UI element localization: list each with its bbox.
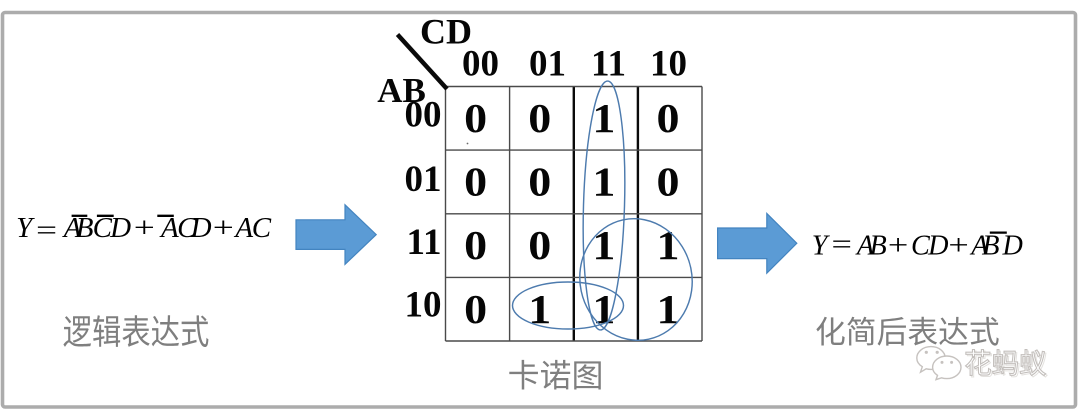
svg-text:Y: Y bbox=[812, 231, 831, 262]
svg-text:10: 10 bbox=[650, 44, 687, 85]
svg-text:00: 00 bbox=[405, 95, 442, 136]
svg-text:0: 0 bbox=[528, 159, 551, 205]
svg-text:D: D bbox=[1002, 231, 1023, 262]
svg-text:A: A bbox=[233, 212, 253, 244]
svg-text:C: C bbox=[911, 231, 931, 262]
svg-text:1: 1 bbox=[528, 286, 551, 332]
svg-text:10: 10 bbox=[405, 284, 442, 325]
svg-text:1: 1 bbox=[656, 286, 679, 332]
svg-text:Y: Y bbox=[16, 212, 35, 244]
svg-text:00: 00 bbox=[462, 44, 499, 85]
svg-text:0: 0 bbox=[656, 159, 679, 205]
svg-text:=: = bbox=[829, 229, 854, 260]
svg-text:11: 11 bbox=[407, 222, 442, 263]
svg-text:1: 1 bbox=[592, 159, 615, 205]
svg-text:B: B bbox=[982, 231, 999, 262]
svg-text:D: D bbox=[927, 231, 948, 262]
svg-text:0: 0 bbox=[656, 95, 679, 141]
svg-text:0: 0 bbox=[528, 95, 551, 141]
svg-text:1: 1 bbox=[656, 222, 679, 268]
svg-text:CD: CD bbox=[420, 12, 472, 52]
svg-text:01: 01 bbox=[405, 159, 442, 200]
svg-text:0: 0 bbox=[464, 95, 487, 141]
svg-text:B: B bbox=[870, 231, 887, 262]
svg-text:C: C bbox=[252, 212, 272, 244]
svg-text:+: + bbox=[131, 212, 156, 244]
svg-text:+: + bbox=[210, 212, 235, 244]
svg-text:C: C bbox=[177, 212, 197, 244]
svg-text:11: 11 bbox=[591, 44, 626, 85]
svg-text:0: 0 bbox=[528, 222, 551, 268]
svg-text:D: D bbox=[109, 212, 131, 244]
svg-text:01: 01 bbox=[529, 44, 566, 85]
svg-text:D: D bbox=[190, 212, 212, 244]
svg-text:1: 1 bbox=[592, 95, 615, 141]
svg-text:B: B bbox=[76, 212, 94, 244]
svg-text:=: = bbox=[34, 215, 59, 247]
svg-text:C: C bbox=[93, 212, 113, 244]
svg-text:+: + bbox=[886, 231, 911, 262]
svg-text:A: A bbox=[159, 212, 179, 244]
svg-text:0: 0 bbox=[464, 222, 487, 268]
svg-text:A: A bbox=[62, 212, 82, 244]
svg-text:+: + bbox=[946, 231, 971, 262]
svg-text:0: 0 bbox=[464, 159, 487, 205]
svg-text:A: A bbox=[855, 231, 875, 262]
svg-text:0: 0 bbox=[464, 286, 487, 332]
svg-text:AB: AB bbox=[377, 71, 426, 110]
svg-text:A: A bbox=[969, 231, 989, 262]
